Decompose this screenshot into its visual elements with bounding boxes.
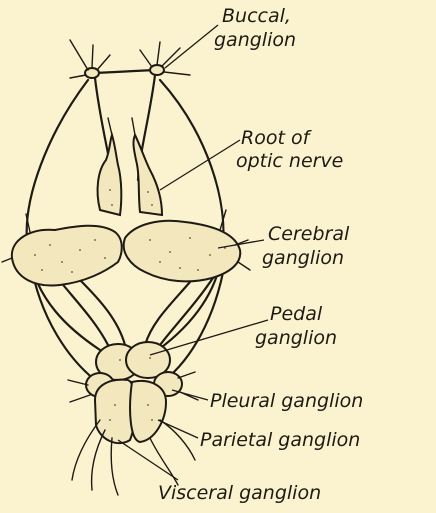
label-pedal-ganglion-2: ganglion: [255, 327, 337, 349]
cerebral-ganglia: [2, 210, 250, 286]
label-buccal-ganglion-2: ganglion: [214, 29, 296, 51]
label-buccal-ganglion-1: Buccal,: [222, 5, 291, 27]
label-cerebral-ganglion-1: Cerebral: [268, 223, 350, 245]
label-optic-nerve-1: Root of: [241, 127, 313, 149]
lower-ganglia: [68, 342, 198, 495]
label-visceral-ganglion: Visceral ganglion: [158, 482, 321, 504]
label-pleural-ganglion: Pleural ganglion: [210, 390, 363, 412]
optic-nerve-roots: [98, 118, 162, 215]
label-cerebral-ganglion-2: ganglion: [262, 247, 344, 269]
label-optic-nerve-2: optic nerve: [236, 150, 343, 172]
label-parietal-ganglion: Parietal ganglion: [200, 429, 360, 451]
label-pedal-ganglion-1: Pedal: [270, 303, 323, 325]
